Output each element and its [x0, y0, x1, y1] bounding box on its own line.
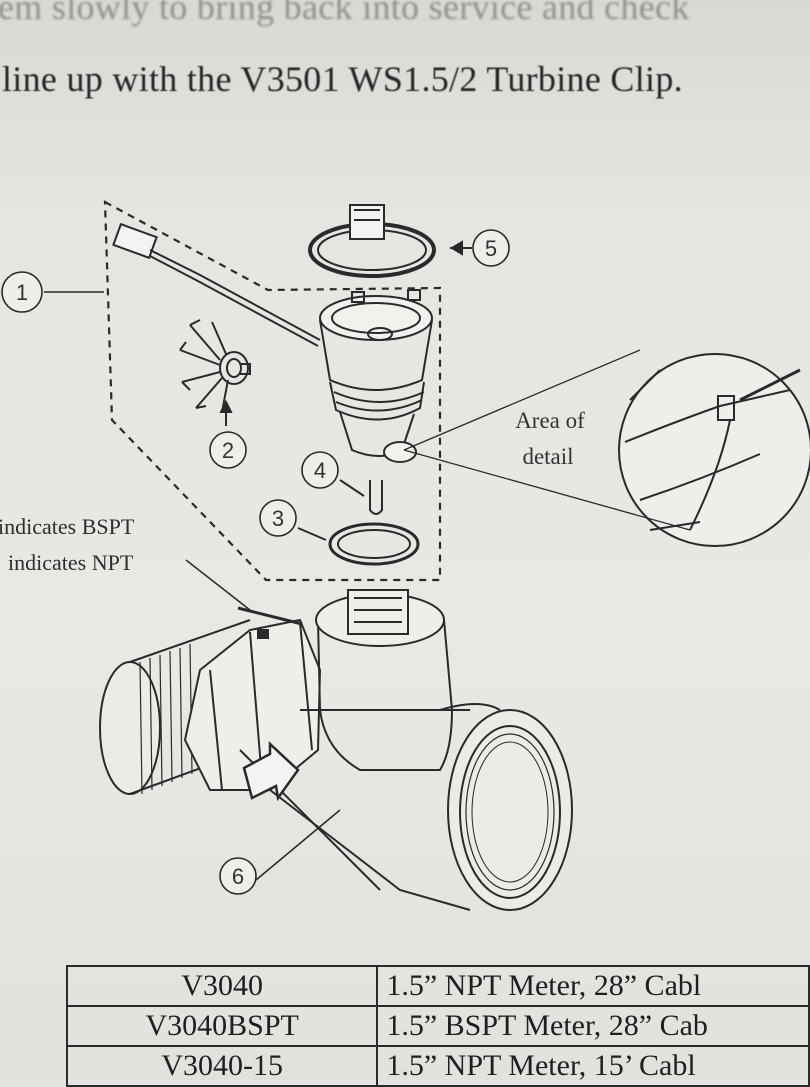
impeller-part: [179, 319, 251, 413]
callout-4: 4: [301, 451, 339, 489]
indicates-npt-label: indicates NPT: [8, 550, 134, 575]
clip-ring-part: [308, 204, 436, 278]
exploded-meter-diagram: 1 5 2 4 3 6 Area of detail indicates BSP…: [0, 200, 810, 911]
svg-text:3: 3: [272, 506, 284, 531]
area-of-detail-label: Area of: [515, 408, 585, 433]
parts-table: V3040 1.5” NPT Meter, 28” Cabl V3040BSPT…: [65, 965, 810, 1087]
instruction-text-line-2: line up with the V3501 WS1.5/2 Turbine C…: [2, 59, 683, 99]
flow-direction-arrow-icon: [242, 741, 300, 802]
part-description-cell: 1.5” NPT Meter, 28” Cabl: [376, 965, 810, 1007]
callout-3: 3: [259, 499, 297, 537]
pin-part: [369, 480, 383, 515]
meter-cable-part: [112, 222, 321, 347]
part-description-cell: 1.5” NPT Meter, 15’ Cabl: [376, 1045, 810, 1087]
table-row: V3040-15 1.5” NPT Meter, 15’ Cabl: [65, 1045, 810, 1087]
detail-label: detail: [522, 444, 573, 469]
part-number-cell: V3040: [65, 965, 379, 1007]
o-ring-part: [328, 522, 420, 566]
part-number-cell: V3040BSPT: [65, 1005, 379, 1047]
turbine-housing-part: [319, 289, 433, 463]
callout-6: 6: [219, 857, 257, 895]
svg-text:5: 5: [485, 236, 497, 261]
instruction-text-line-1: em slowly to bring back into service and…: [0, 0, 690, 27]
callout-5: 5: [472, 229, 510, 267]
svg-text:6: 6: [232, 864, 244, 889]
svg-text:1: 1: [16, 280, 28, 305]
table-row: V3040 1.5” NPT Meter, 28” Cabl: [65, 965, 810, 1007]
part-number-cell: V3040-15: [65, 1045, 379, 1087]
assembly-dashed-outline: [103, 200, 442, 582]
svg-text:4: 4: [314, 458, 326, 483]
table-row: V3040BSPT 1.5” BSPT Meter, 28” Cab: [65, 1005, 810, 1047]
callout-1: 1: [1, 271, 43, 313]
meter-body-part: [99, 589, 573, 911]
detail-magnifier: [403, 349, 810, 547]
callout-2: 2: [209, 431, 247, 469]
svg-text:2: 2: [222, 438, 234, 463]
indicates-bspt-label: indicates BSPT: [0, 514, 135, 539]
part-description-cell: 1.5” BSPT Meter, 28” Cab: [376, 1005, 810, 1047]
